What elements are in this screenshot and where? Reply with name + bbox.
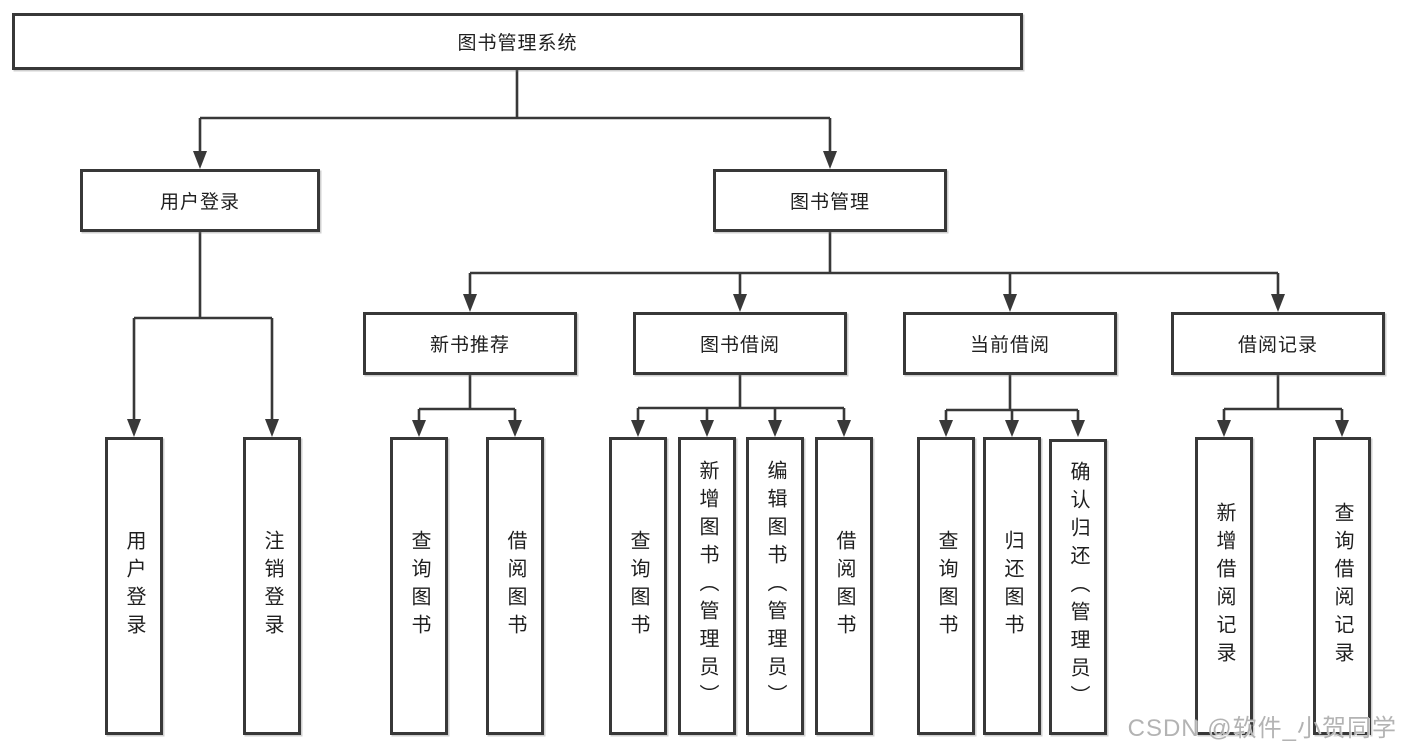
node-label: 借阅记录 xyxy=(1237,335,1318,356)
node-label: 查询借阅记录 xyxy=(1331,502,1353,670)
leaf-query-book-1: 查询图书 xyxy=(390,437,448,735)
leaf-query-borrow-record: 查询借阅记录 xyxy=(1313,437,1371,735)
leaf-borrow-book-2: 借阅图书 xyxy=(815,437,873,735)
node-label: 图书借阅 xyxy=(699,335,780,356)
leaf-logout: 注销登录 xyxy=(243,437,301,735)
node-current-borrow: 当前借阅 xyxy=(903,312,1117,375)
node-book-management: 图书管理 xyxy=(713,169,947,232)
node-label: 新增图书（管理员） xyxy=(696,460,718,712)
node-label: 图书管理系统 xyxy=(457,33,578,54)
node-label: 确认归还（管理员） xyxy=(1067,461,1089,713)
arrowheads xyxy=(127,151,1349,437)
node-label: 查询图书 xyxy=(408,530,430,642)
node-label: 用户登录 xyxy=(123,530,145,642)
node-label: 新增借阅记录 xyxy=(1213,502,1235,670)
node-label: 归还图书 xyxy=(1001,530,1023,642)
node-label: 编辑图书（管理员） xyxy=(764,460,786,712)
leaf-confirm-return-admin: 确认归还（管理员） xyxy=(1049,439,1107,735)
leaf-edit-book-admin: 编辑图书（管理员） xyxy=(746,437,804,735)
node-label: 借阅图书 xyxy=(504,530,526,642)
leaf-user-login: 用户登录 xyxy=(105,437,163,735)
watermark: CSDN @软件_小贺同学 xyxy=(1127,715,1397,742)
node-user-login: 用户登录 xyxy=(80,169,320,232)
node-label: 查询图书 xyxy=(935,530,957,642)
node-label: 图书管理 xyxy=(789,192,870,213)
leaf-add-borrow-record: 新增借阅记录 xyxy=(1195,437,1253,735)
node-label: 当前借阅 xyxy=(969,335,1050,356)
node-book-borrow: 图书借阅 xyxy=(633,312,847,375)
leaf-return-book: 归还图书 xyxy=(983,437,1041,735)
node-label: 查询图书 xyxy=(627,530,649,642)
node-label: 新书推荐 xyxy=(429,335,510,356)
node-borrow-records: 借阅记录 xyxy=(1171,312,1385,375)
leaf-query-book-2: 查询图书 xyxy=(609,437,667,735)
node-library-system: 图书管理系统 xyxy=(12,13,1023,70)
node-new-book-recommend: 新书推荐 xyxy=(363,312,577,375)
leaf-add-book-admin: 新增图书（管理员） xyxy=(678,437,736,735)
node-label: 注销登录 xyxy=(261,530,283,642)
node-label: 借阅图书 xyxy=(833,530,855,642)
leaf-query-book-3: 查询图书 xyxy=(917,437,975,735)
leaf-borrow-book-1: 借阅图书 xyxy=(486,437,544,735)
node-label: 用户登录 xyxy=(159,192,240,213)
